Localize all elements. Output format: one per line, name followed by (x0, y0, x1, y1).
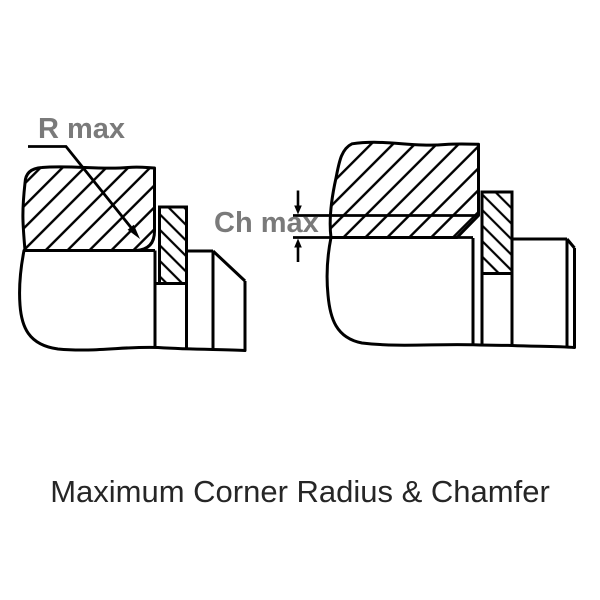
ch-max-label: Ch max (214, 207, 319, 239)
caption: Maximum Corner Radius & Chamfer (50, 474, 550, 509)
r-max-arrowhead (127, 224, 140, 239)
ch-max-arrow-down-head (294, 205, 302, 215)
r-max-label: R max (38, 113, 125, 145)
left-shaft-outline (18, 249, 247, 352)
left-abutment-ring-section (21, 165, 156, 252)
right-figure-chamfer: Ch max (214, 140, 576, 349)
right-inner-ring-section (480, 190, 514, 275)
ch-max-arrow-up-head (294, 238, 302, 248)
right-abutment-ring-section (328, 140, 480, 239)
left-figure-corner-radius: R max (18, 113, 247, 352)
left-inner-ring-section (158, 205, 188, 285)
r-max-leader-line (28, 145, 133, 229)
left-shaft-chamfer-edge (211, 249, 247, 283)
right-shaft-outline (325, 236, 576, 349)
